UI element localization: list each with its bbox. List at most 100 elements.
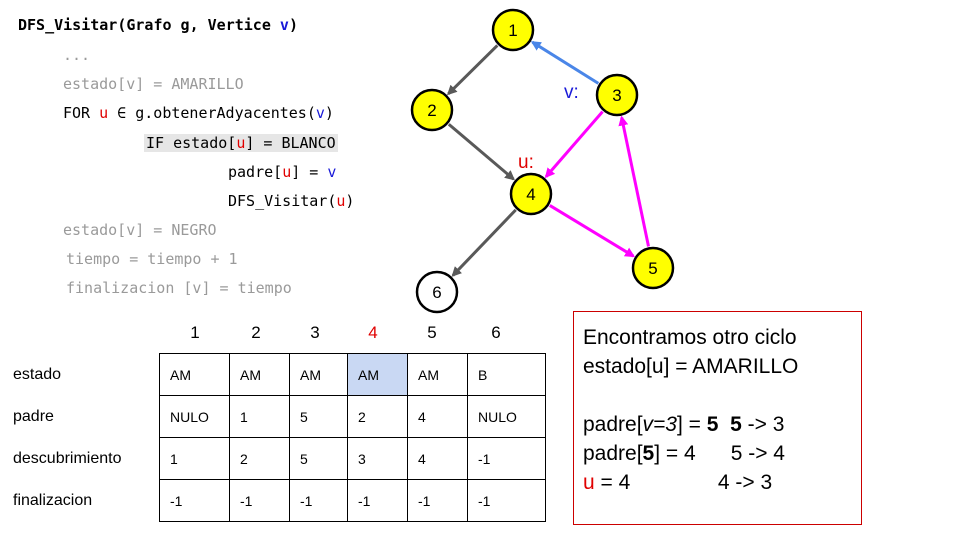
edge-4-to-6	[451, 208, 517, 277]
cell-estado-1: AM	[159, 353, 230, 396]
node-5: 5	[631, 246, 675, 290]
code-if-b: ] = BLANCO	[245, 134, 336, 152]
cell-finalizacion-6: -1	[467, 479, 546, 522]
node-circle-1	[491, 8, 535, 52]
edge-5-to-3	[618, 115, 650, 247]
code-ellipsis: ...	[63, 46, 91, 64]
cell-padre-5: 4	[407, 395, 468, 438]
code-title-end: )	[288, 16, 298, 34]
code-dfs-a: DFS_Visitar(	[228, 192, 337, 210]
row-label-descubrimiento: descubrimiento	[13, 450, 122, 467]
cell-padre-3: 5	[289, 395, 348, 438]
edge-3-to-4	[544, 110, 604, 179]
code-title-text: DFS_Visitar(Grafo g, Vertice	[18, 16, 280, 34]
column-header-1: 1	[190, 323, 200, 342]
note-l3-e: 5	[730, 413, 742, 436]
node-label-3: 3	[612, 86, 621, 105]
row-label-finalizacion: finalizacion	[13, 492, 93, 509]
code-line-for: FOR u ∈ g.obtenerAdyacentes(v)	[63, 103, 334, 123]
note-line-1: Encontramos otro ciclo	[583, 326, 797, 349]
note-l3-d: 5	[706, 413, 719, 436]
cell-finalizacion-4: -1	[347, 479, 408, 522]
cell-descubrimiento-5: 4	[407, 437, 468, 480]
code-padre-a: padre[	[228, 163, 283, 181]
node-circle-4	[509, 172, 553, 216]
note-spacer	[583, 381, 861, 410]
code-dfs-u: u	[336, 192, 346, 210]
node-label-1: 1	[508, 21, 517, 40]
edge-1-to-2	[446, 44, 499, 96]
note-l4-d: 5 -> 4	[730, 442, 785, 465]
note-line-2: estado[u] = AMARILLO	[583, 355, 799, 378]
code-line-tiempo: tiempo = tiempo + 1	[66, 250, 238, 268]
cell-finalizacion-2: -1	[229, 479, 290, 522]
row-label-estado: estado	[13, 366, 62, 383]
column-header-6: 6	[491, 323, 501, 342]
cell-estado-2: AM	[229, 353, 290, 396]
node-circle-5	[631, 246, 675, 290]
node-circle-6	[415, 270, 459, 314]
column-header-2: 2	[251, 323, 261, 342]
note-l5-b: = 4	[594, 471, 631, 494]
note-line-5: u = 4 4 -> 3	[583, 468, 861, 497]
note-line-4: padre[5] = 4 5 -> 4	[583, 439, 861, 468]
note-l3-b: v=3	[642, 413, 677, 436]
code-line-dfs: DFS_Visitar(u)	[228, 191, 354, 211]
cell-estado-3: AM	[289, 353, 348, 396]
pseudocode-panel: DFS_Visitar(Grafo g, Vertice v) ... esta…	[0, 0, 400, 310]
code-line-estado-negro: estado[v] = NEGRO	[63, 221, 217, 239]
node-label-6: 6	[432, 283, 441, 302]
node-1: 1	[491, 8, 535, 52]
note-l5-c: 4 -> 3	[717, 471, 773, 494]
note-l3-f: -> 3	[741, 413, 785, 436]
edge-layer	[446, 40, 650, 277]
label-v: v:	[564, 82, 579, 103]
edge-4-to-5	[549, 204, 636, 258]
note-box: Encontramos otro ciclo estado[u] = AMARI…	[573, 311, 862, 525]
cell-padre-4: 2	[347, 395, 408, 438]
label-u: u:	[518, 152, 534, 173]
cell-descubrimiento-4: 3	[347, 437, 408, 480]
cell-padre-2: 1	[229, 395, 290, 438]
code-for-keyword: FOR	[63, 104, 100, 122]
cell-finalizacion-3: -1	[289, 479, 348, 522]
code-for-u: u	[99, 104, 109, 122]
code-title-v: v	[279, 16, 289, 34]
code-for-end: )	[324, 104, 334, 122]
note-l3-c: ] =	[677, 413, 707, 436]
cell-finalizacion-5: -1	[407, 479, 468, 522]
note-l3-a: padre[	[583, 413, 643, 436]
cell-finalizacion-1: -1	[159, 479, 230, 522]
cell-estado-4: AM	[347, 353, 408, 396]
column-header-5: 5	[427, 323, 437, 342]
code-line-padre: padre[u] = v	[228, 162, 336, 182]
note-l4-a: padre[	[583, 442, 643, 465]
edge-2-to-4	[447, 123, 515, 181]
note-l5-a: u	[583, 471, 595, 494]
code-padre-v: v	[327, 163, 337, 181]
cell-descubrimiento-2: 2	[229, 437, 290, 480]
node-circle-2	[410, 88, 454, 132]
code-if-a: IF estado[	[146, 134, 237, 152]
row-label-padre: padre	[13, 408, 54, 425]
node-label-2: 2	[427, 101, 436, 120]
node-2: 2	[410, 88, 454, 132]
note-l4-c: ] = 4	[654, 442, 696, 465]
code-if-u: u	[236, 134, 246, 152]
cell-estado-5: AM	[407, 353, 468, 396]
column-header-3: 3	[310, 323, 320, 342]
cell-padre-6: NULO	[467, 395, 546, 438]
cell-descubrimiento-6: -1	[467, 437, 546, 480]
node-label-5: 5	[648, 259, 657, 278]
cell-descubrimiento-3: 5	[289, 437, 348, 480]
code-line-estado-amarillo: estado[v] = AMARILLO	[63, 75, 244, 93]
node-3: 3	[595, 73, 639, 117]
code-line-finalizacion: finalizacion [v] = tiempo	[66, 279, 292, 297]
code-dfs-b: )	[345, 192, 355, 210]
